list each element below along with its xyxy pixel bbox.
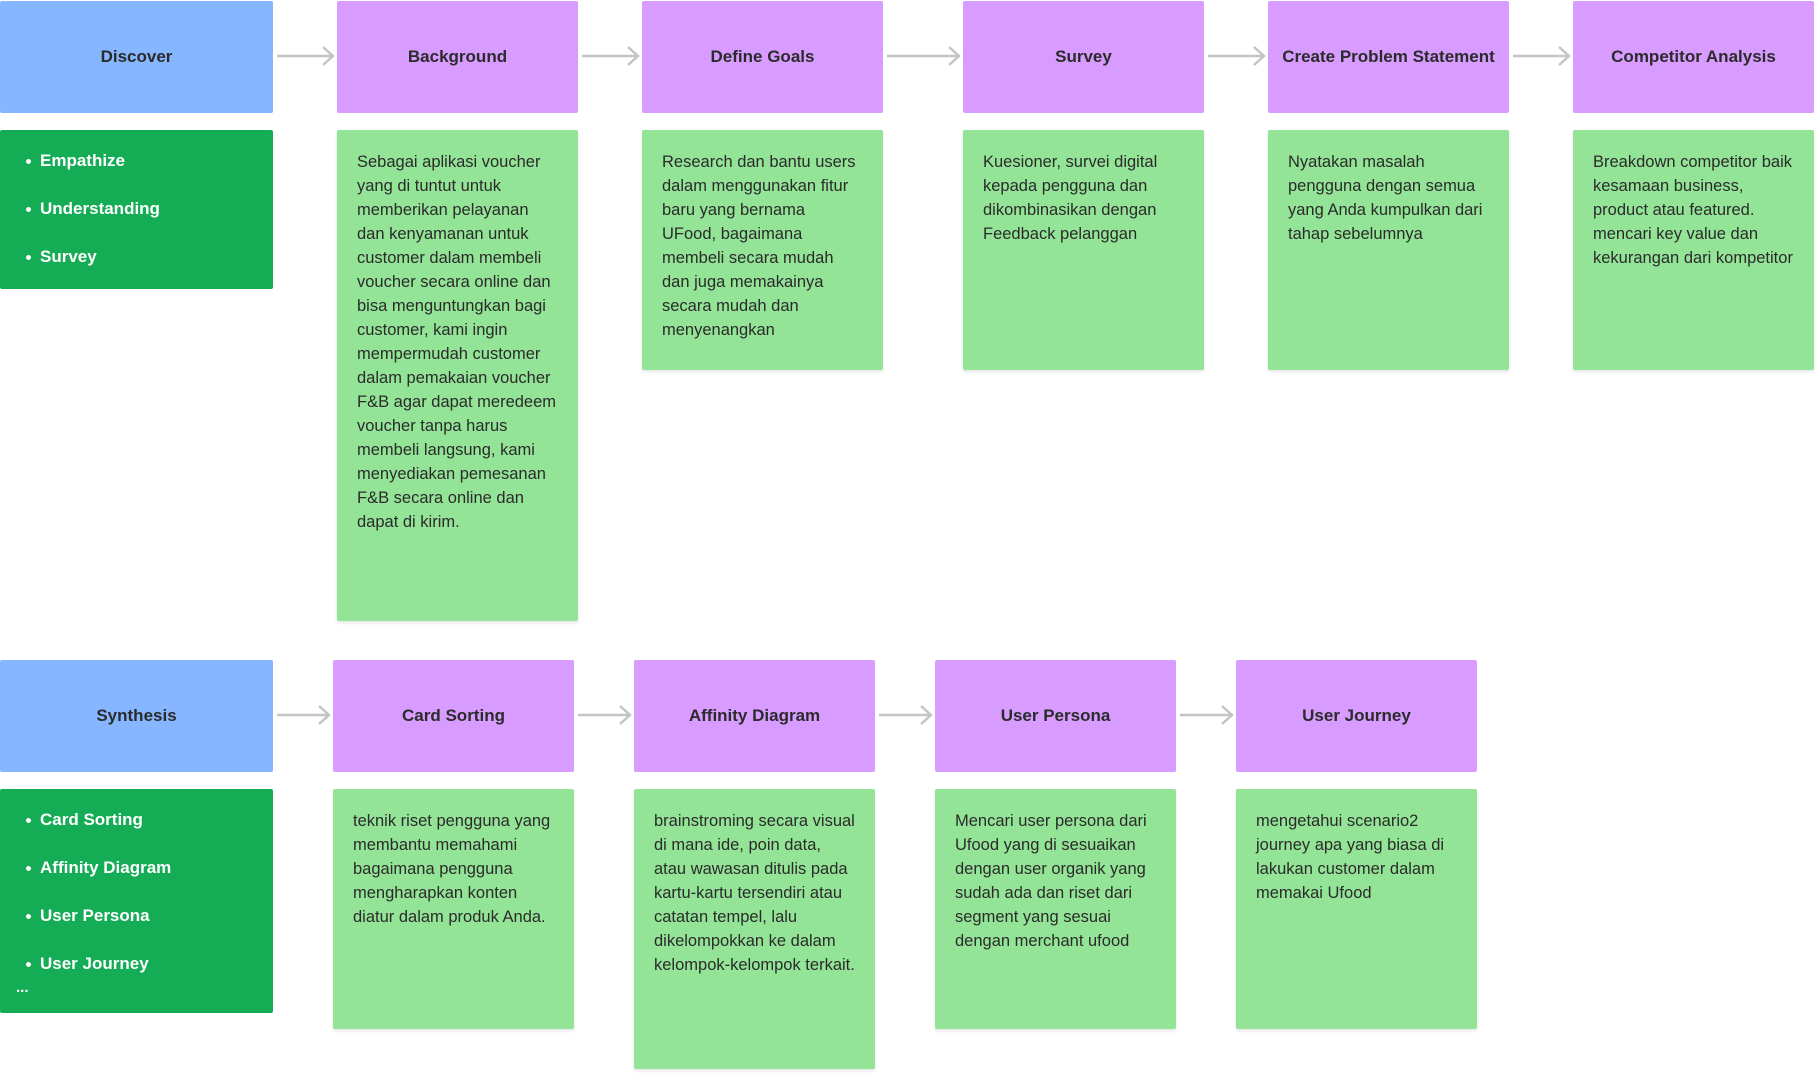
step-create-problem-statement: Create Problem Statement bbox=[1268, 1, 1509, 113]
synthesis-bullet-list: Card Sorting Affinity Diagram User Perso… bbox=[0, 789, 273, 1013]
more-indicator: ... bbox=[16, 979, 29, 996]
arrow-right-icon bbox=[1208, 46, 1266, 66]
arrow-right-icon bbox=[1180, 705, 1234, 725]
arrow-right-icon bbox=[277, 46, 335, 66]
step-user-persona: User Persona bbox=[935, 660, 1176, 772]
arrow-right-icon bbox=[582, 46, 640, 66]
phase-synthesis: Synthesis bbox=[0, 660, 273, 772]
step-competitor-analysis: Competitor Analysis bbox=[1573, 1, 1814, 113]
phase-discover: Discover bbox=[0, 1, 273, 113]
list-item: Empathize bbox=[24, 150, 273, 198]
step-user-journey: User Journey bbox=[1236, 660, 1477, 772]
arrow-right-icon bbox=[1513, 46, 1571, 66]
list-item: User Persona bbox=[24, 905, 273, 953]
step-survey: Survey bbox=[963, 1, 1204, 113]
arrow-right-icon bbox=[277, 705, 331, 725]
note-user-journey: mengetahui scenario2 journey apa yang bi… bbox=[1236, 789, 1477, 1029]
arrow-right-icon bbox=[578, 705, 632, 725]
note-affinity-diagram: brainstroming secara visual di mana ide,… bbox=[634, 789, 875, 1069]
discover-bullet-list: Empathize Understanding Survey bbox=[0, 130, 273, 289]
note-create-problem-statement: Nyatakan masalah pengguna dengan semua y… bbox=[1268, 130, 1509, 370]
step-define-goals: Define Goals bbox=[642, 1, 883, 113]
note-background: Sebagai aplikasi voucher yang di tuntut … bbox=[337, 130, 578, 621]
list-item: Survey bbox=[24, 246, 273, 294]
arrow-right-icon bbox=[887, 46, 961, 66]
list-item: User Journey bbox=[24, 953, 273, 1001]
note-competitor-analysis: Breakdown competitor baik kesamaan busin… bbox=[1573, 130, 1814, 370]
step-card-sorting: Card Sorting bbox=[333, 660, 574, 772]
arrow-right-icon bbox=[879, 705, 933, 725]
note-card-sorting: teknik riset pengguna yang membantu mema… bbox=[333, 789, 574, 1029]
list-item: Card Sorting bbox=[24, 809, 273, 857]
list-item: Understanding bbox=[24, 198, 273, 246]
note-survey: Kuesioner, survei digital kepada penggun… bbox=[963, 130, 1204, 370]
step-background: Background bbox=[337, 1, 578, 113]
step-affinity-diagram: Affinity Diagram bbox=[634, 660, 875, 772]
list-item: Affinity Diagram bbox=[24, 857, 273, 905]
note-define-goals: Research dan bantu users dalam menggunak… bbox=[642, 130, 883, 370]
note-user-persona: Mencari user persona dari Ufood yang di … bbox=[935, 789, 1176, 1029]
